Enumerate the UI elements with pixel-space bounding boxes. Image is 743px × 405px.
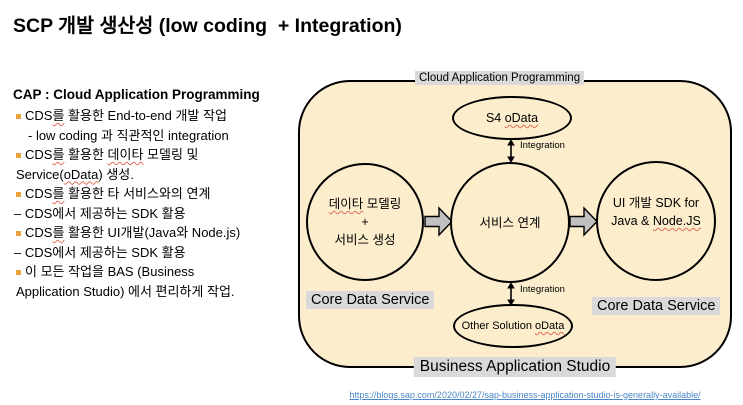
text-line: – CDS에서 제공하는 SDK 활용 [14,205,186,221]
core-data-service-label-right: Core Data Service [592,297,721,315]
text-line: CDS를 활용한 타 서비스와의 연계 [13,184,305,204]
text-line: Application Studio) 에서 편리하게 작업. [16,283,235,299]
text-line: Service(oData) 생성. [16,166,134,182]
s4-odata-node: S4 oData [452,96,572,140]
cloud-application-programming-label: Cloud Application Programming [415,71,585,85]
data-modeling-node: 데이타 모델링 + 서비스 생성 [306,163,424,281]
footer: https://blogs.sap.com/2020/02/27/sap-bus… [308,385,742,403]
text-line: – CDS에서 제공하는 SDK 활용 [14,244,186,260]
text-line: CDS를 활용한 UI개발(Java와 Node.js) [13,223,305,243]
bullet-square-icon [16,191,21,197]
cap-diagram: Cloud Application Programming S4 oData I… [298,71,732,377]
text-line: 서비스 연계 [479,215,541,230]
bullet-list: CDS를 활용한 End-to-end 개발 작업- low coding 과 … [13,106,305,301]
left-text-panel: CAP : Cloud Application Programming CDS를… [13,87,305,301]
flow-arrow-right-icon [569,206,598,237]
flow-arrow-left-icon [424,206,453,237]
core-data-service-label-left: Core Data Service [306,291,435,309]
integration-label-bottom: Integration [520,284,565,295]
text-line: Other Solution oData [461,320,565,332]
sap-blog-link[interactable]: https://blogs.sap.com/2020/02/27/sap-bus… [349,390,701,400]
integration-arrow-bottom-icon [507,282,515,306]
text-line: Java & Node.JS [611,214,701,228]
other-solution-odata-node: Other Solution oData [453,304,573,348]
text-line: CDS를 활용한 데이타 모델링 및 [13,145,305,165]
text-line: S4 oData [485,111,539,125]
integration-label-top: Integration [520,140,565,151]
text-line: 서비스 생성 [334,233,396,247]
bullet-square-icon [16,113,21,119]
business-application-studio-label: Business Application Studio [413,357,617,377]
bullet-square-icon [16,269,21,275]
text-line: + [361,215,369,229]
slide-title: SCP 개발 생산성 (low coding + Integration) [13,15,402,37]
integration-arrow-top-icon [507,139,515,163]
service-link-node: 서비스 연계 [450,162,570,283]
text-line: 데이타 모델링 [328,197,402,211]
text-line: UI 개발 SDK for [612,196,700,210]
bullet-square-icon [16,152,21,158]
text-line: - low coding 과 직관적인 integration [28,127,229,143]
text-line: CDS를 활용한 End-to-end 개발 작업 [13,106,305,126]
cap-heading: CAP : Cloud Application Programming [13,87,260,102]
bullet-square-icon [16,230,21,236]
text-line: 이 모든 작업을 BAS (Business [13,262,305,282]
